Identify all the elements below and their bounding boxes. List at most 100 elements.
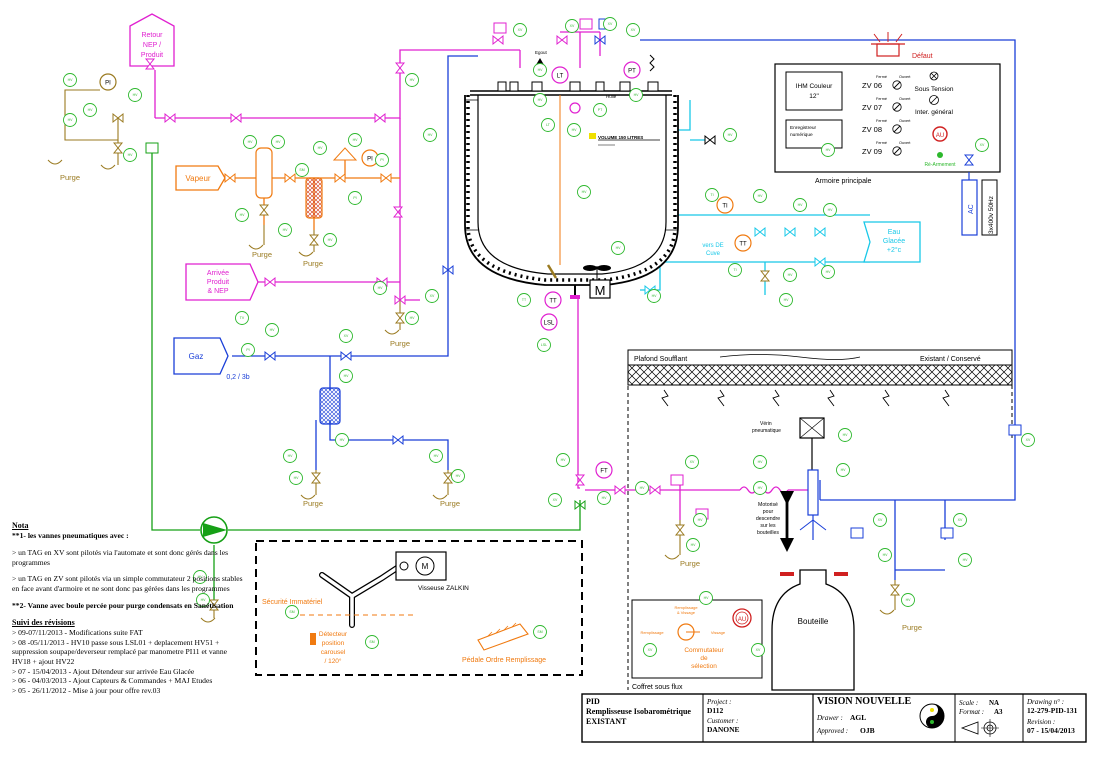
instrument-tag-icon <box>873 513 887 527</box>
valve-icon[interactable] <box>392 434 404 446</box>
armoire-principale: IHM Couleur 12" Enregistreur numérique Z… <box>774 63 1001 185</box>
tb-drawing-label: Drawing n° : <box>1026 698 1064 706</box>
actuator-icon <box>579 18 593 30</box>
revision-item: > 09-07/11/2013 - Modifications suite FA… <box>12 627 143 637</box>
arrivee-line-3: & NEP <box>207 288 228 295</box>
instrument-tag-icon <box>423 128 437 142</box>
flow-arrows <box>661 389 950 407</box>
instrument-code: FT <box>600 469 608 475</box>
instrument-tag-icon <box>533 93 547 107</box>
valve-icon[interactable] <box>164 112 176 124</box>
reactor-tank: VOLUME 150 LITRES M Egout Huile <box>464 50 679 299</box>
valve-icon[interactable] <box>258 204 270 216</box>
valve-icon[interactable] <box>594 34 606 46</box>
valve-icon[interactable] <box>442 472 454 484</box>
retour-line-1: Retour <box>141 32 163 39</box>
valve-icon[interactable] <box>394 294 406 306</box>
instrument-tag-code: HV <box>691 543 697 547</box>
valve-icon[interactable] <box>208 599 220 611</box>
instrument-tag-icon <box>753 455 767 469</box>
verin-line-2: pneumatique <box>752 428 781 434</box>
valve-icon[interactable] <box>394 62 406 74</box>
instrument-tag-icon <box>285 605 299 619</box>
valve-icon[interactable] <box>224 172 236 184</box>
instrument-tag-icon <box>339 369 353 383</box>
valve-icon[interactable] <box>310 472 322 484</box>
actuator-icon <box>1008 424 1022 436</box>
valve-icon[interactable] <box>814 226 826 238</box>
instrument-bubble-icon <box>716 196 734 214</box>
valve-icon[interactable] <box>340 350 352 362</box>
valve-icon[interactable] <box>614 484 626 496</box>
tb-company: VISION NOUVELLE <box>817 696 912 707</box>
valve-icon[interactable] <box>574 499 586 511</box>
valve-icon[interactable] <box>442 264 454 276</box>
valve-icon[interactable] <box>784 226 796 238</box>
tb-format: A3 <box>994 708 1003 716</box>
instrument-tag-code: PI <box>380 158 383 162</box>
instrument-tag-icon <box>975 138 989 152</box>
visseuse-label: Visseuse ZALKIN <box>418 585 469 592</box>
arrivee-line-2: Produit <box>207 279 229 286</box>
instrument-tag-code: HV <box>561 458 567 462</box>
instrument-tag-icon <box>593 103 607 117</box>
tb-title: Remplisseuse Isobarométrique <box>586 707 691 716</box>
valve-icon[interactable] <box>704 134 716 146</box>
valve-icon[interactable] <box>754 226 766 238</box>
valve-icon[interactable] <box>308 234 320 246</box>
valve-icon[interactable] <box>556 34 568 46</box>
valve-icon[interactable] <box>264 350 276 362</box>
drain-funnel-icon <box>384 329 400 335</box>
valve-icon[interactable] <box>112 142 124 154</box>
return-pipes <box>151 148 581 600</box>
valve-icon[interactable] <box>394 312 406 324</box>
eau-line-3: +2°c <box>887 246 902 254</box>
valve-icon[interactable] <box>284 172 296 184</box>
drain-funnel-icon <box>879 609 895 615</box>
valve-icon[interactable] <box>264 276 276 288</box>
valve-icon[interactable] <box>574 474 586 486</box>
instrument-bubble-icon <box>99 73 117 91</box>
coffret-sous-flux: Coffret sous flux Remplissage & Vissage … <box>631 599 763 691</box>
instrument-tag-icon <box>339 329 353 343</box>
valve-icon[interactable] <box>674 524 686 536</box>
instrument-tag-icon <box>779 293 793 307</box>
instrument-tag-code: HV <box>698 518 704 522</box>
instrument-tag-code: TI <box>710 193 713 197</box>
valve-icon[interactable] <box>814 256 826 268</box>
instrument-tag-icon <box>699 591 713 605</box>
airflow-arrow-icon <box>772 389 780 407</box>
instrument-tag-code: SM <box>537 630 542 634</box>
valve-icon[interactable] <box>889 584 901 596</box>
valve-icon[interactable] <box>649 484 661 496</box>
instrument-tag-icon <box>241 343 255 357</box>
valve-icon[interactable] <box>230 112 242 124</box>
valve-icon[interactable] <box>963 154 975 166</box>
ihm-line-2: 12" <box>809 93 819 100</box>
valve-icon[interactable] <box>392 206 404 218</box>
eau-line-1: Eau <box>888 229 901 236</box>
instrument-tag-icon <box>751 643 765 657</box>
valve-icon[interactable] <box>492 34 504 46</box>
valve-icon[interactable] <box>380 172 392 184</box>
gaz-box: Gaz 0,2 / 3b <box>173 337 250 381</box>
instrument-tag-code: HV <box>572 128 578 132</box>
valve-icon[interactable] <box>334 172 346 184</box>
zv-label: ZV 08 <box>862 125 882 134</box>
filling-head: Vérin pneumatique Motorisé pour descendr… <box>752 417 827 552</box>
detecteur-3: carousel <box>321 649 346 656</box>
instrument-tag-icon <box>705 188 719 202</box>
purge-label: Purge <box>680 559 700 568</box>
valve-icon[interactable] <box>144 58 156 70</box>
valve-icon[interactable] <box>112 112 124 124</box>
valve-icon[interactable] <box>374 112 386 124</box>
revision-item: > 07 - 15/04/2013 - Ajout Détendeur sur … <box>12 666 195 676</box>
instrument-tag-icon <box>123 148 137 162</box>
instrument-bubble-icon <box>551 66 569 84</box>
instrument-code: PI <box>367 157 373 163</box>
ouvert-label: Ouvert <box>899 75 911 79</box>
valve-icon[interactable] <box>759 270 771 282</box>
motorise-3: descendre <box>756 516 780 522</box>
tb-revision-label: Revision : <box>1026 718 1055 726</box>
purge-label: Purge <box>60 173 80 182</box>
